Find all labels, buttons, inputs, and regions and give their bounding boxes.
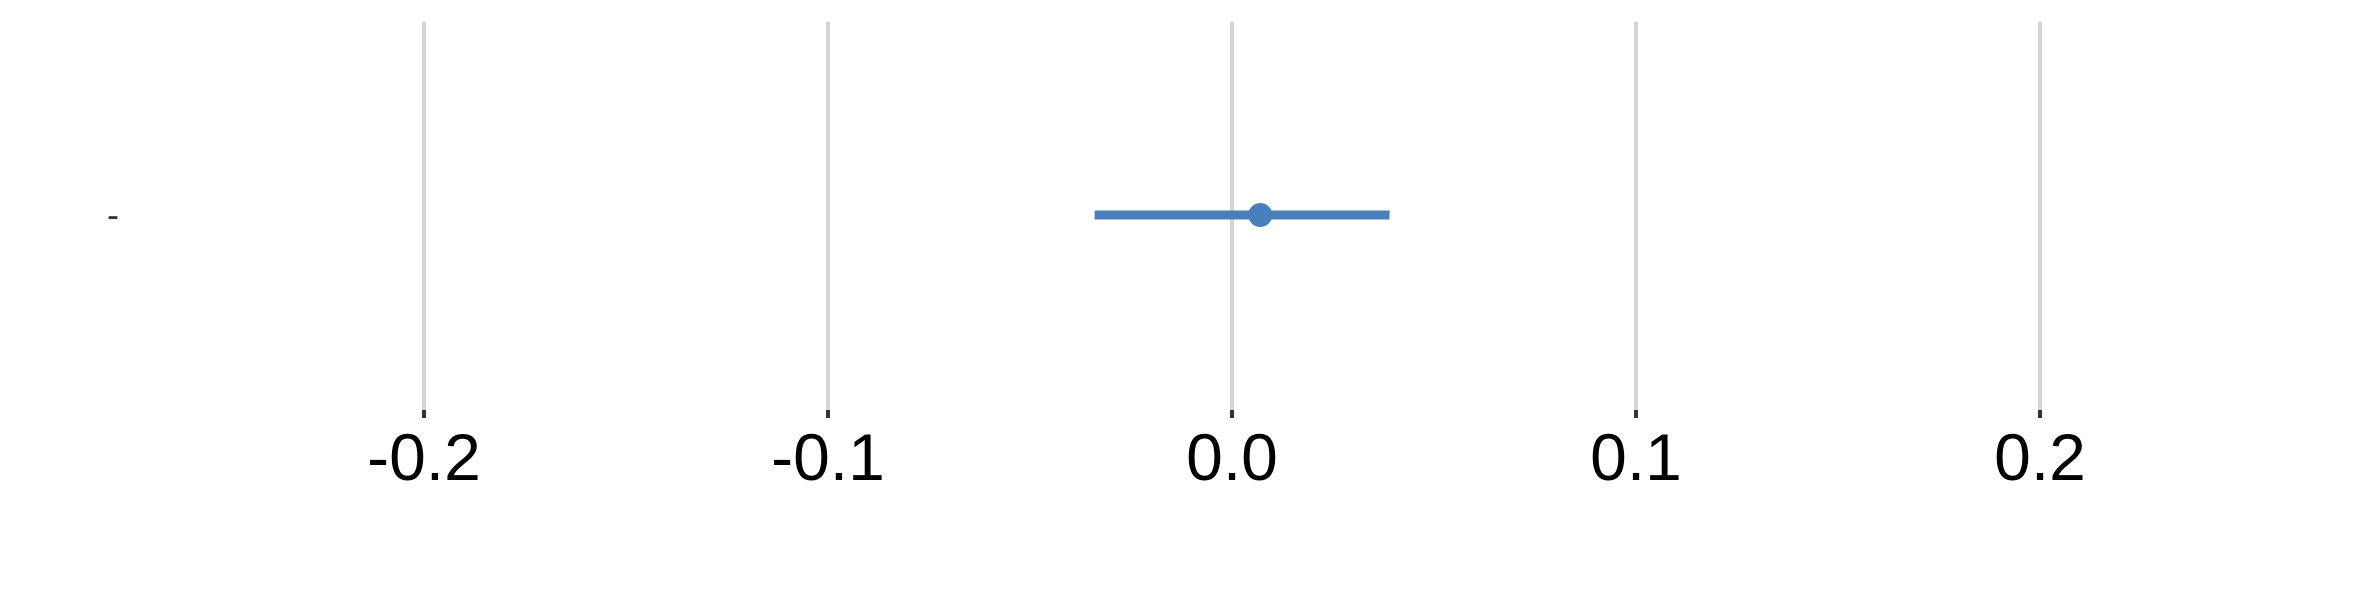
- x-axis-tick-labels: -0.2 -0.1 0.0 0.1 0.2: [367, 420, 2086, 494]
- x-tick-label: -0.2: [367, 420, 481, 494]
- x-tick-label: 0.0: [1186, 420, 1278, 494]
- point-estimate: [1248, 203, 1273, 227]
- x-tick-label: -0.1: [771, 420, 885, 494]
- row-label: -: [107, 194, 119, 235]
- x-tick-label: 0.2: [1994, 420, 2086, 494]
- x-tick-label: 0.1: [1590, 420, 1682, 494]
- plot-rows: -: [107, 194, 1390, 235]
- x-axis-ticks: [422, 410, 2042, 418]
